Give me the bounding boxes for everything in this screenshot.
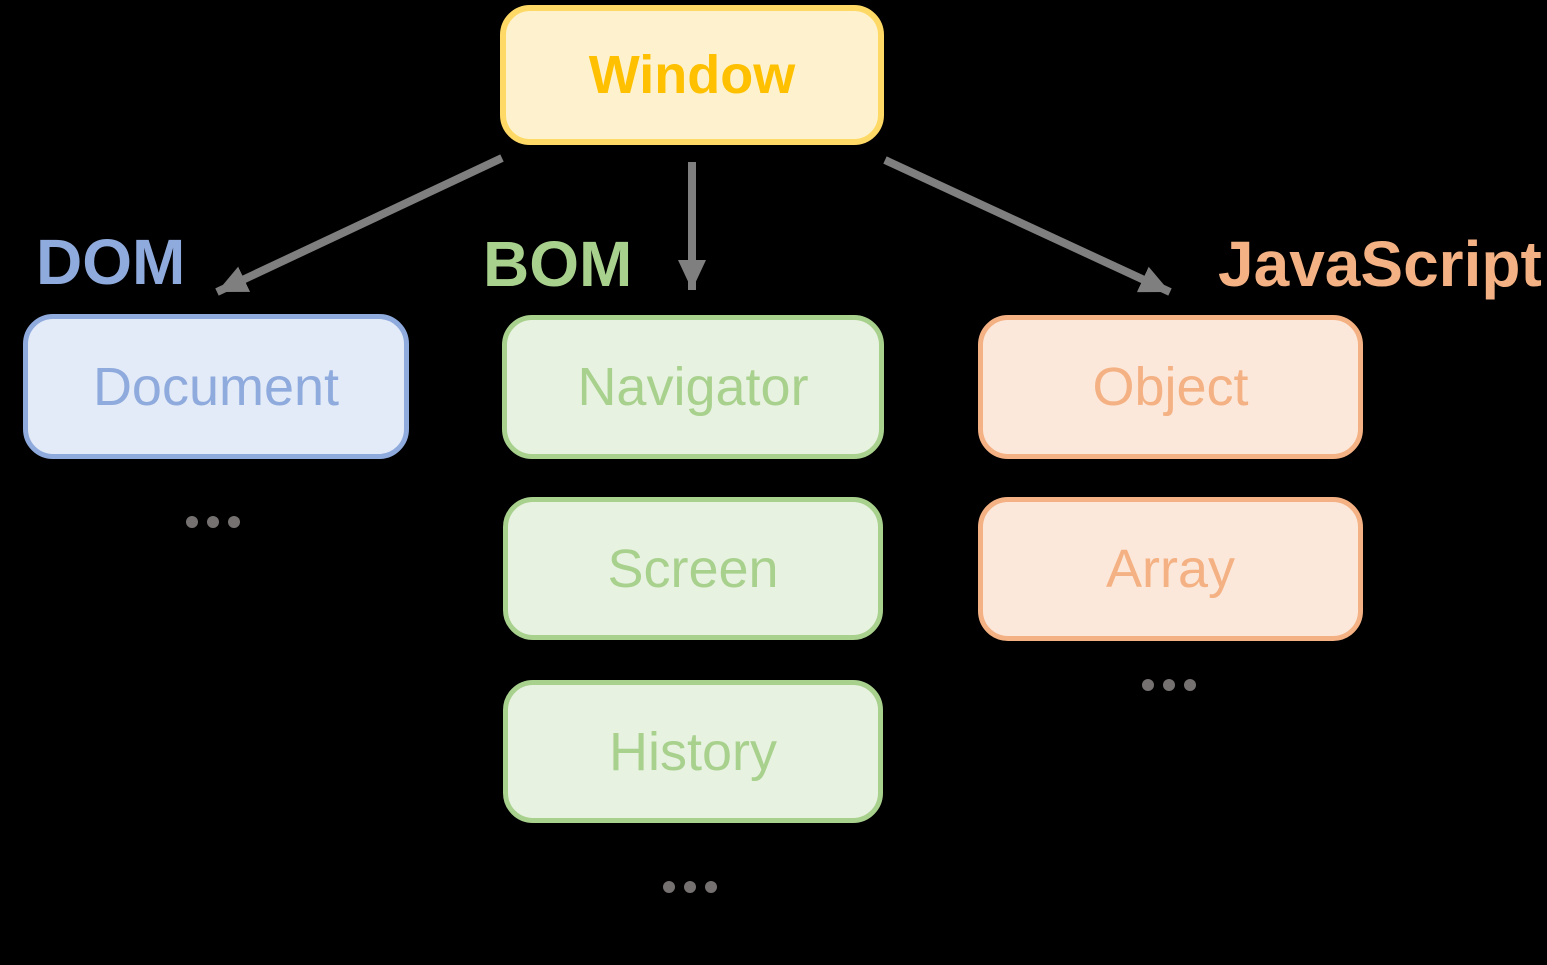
node-document-label: Document bbox=[92, 356, 340, 417]
arrow-window-to-dom bbox=[215, 154, 504, 296]
node-navigator-label: Navigator bbox=[577, 357, 809, 417]
group-label-javascript: JavaScript bbox=[1218, 228, 1542, 300]
ellipsis-javascript bbox=[1142, 679, 1196, 691]
node-object: Object bbox=[978, 315, 1363, 459]
node-history: History bbox=[503, 680, 883, 823]
ellipsis-bom bbox=[663, 881, 717, 893]
node-object-label: Object bbox=[1092, 357, 1249, 417]
ellipsis-dot bbox=[1184, 679, 1196, 691]
group-label-dom: DOM bbox=[36, 226, 186, 298]
node-history-label: History bbox=[608, 721, 777, 782]
node-screen: Screen bbox=[503, 497, 883, 640]
node-screen-label: Screen bbox=[607, 538, 779, 599]
node-navigator: Navigator bbox=[502, 315, 884, 459]
ellipsis-dot bbox=[228, 516, 240, 528]
node-array-label: Array bbox=[1105, 539, 1235, 599]
node-document: Document bbox=[23, 314, 409, 459]
ellipsis-dom bbox=[186, 516, 240, 528]
ellipsis-dot bbox=[1142, 679, 1154, 691]
ellipsis-dot bbox=[207, 516, 219, 528]
ellipsis-dot bbox=[705, 881, 717, 893]
node-window: Window bbox=[500, 5, 884, 145]
arrow-window-to-javascript bbox=[883, 156, 1172, 296]
node-array: Array bbox=[978, 497, 1363, 641]
ellipsis-dot bbox=[663, 881, 675, 893]
ellipsis-dot bbox=[1163, 679, 1175, 691]
node-window-label: Window bbox=[588, 45, 796, 105]
ellipsis-dot bbox=[684, 881, 696, 893]
group-label-bom: BOM bbox=[483, 228, 633, 300]
ellipsis-dot bbox=[186, 516, 198, 528]
